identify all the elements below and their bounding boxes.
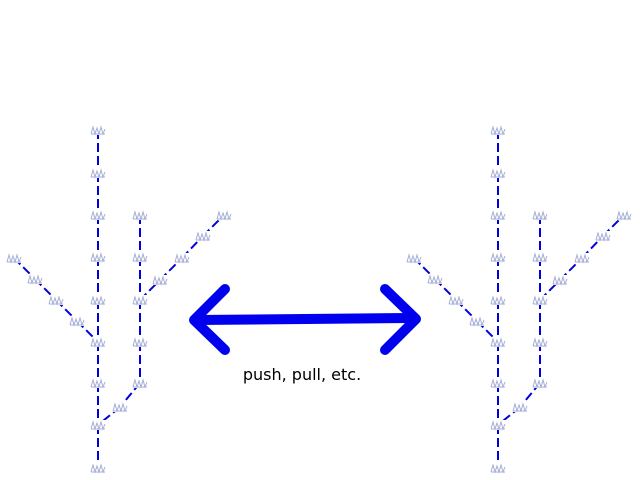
commit-node-icon bbox=[69, 316, 85, 327]
commit-node-icon bbox=[490, 252, 506, 263]
arrow-head-left bbox=[189, 284, 230, 355]
repository-graph-left bbox=[6, 125, 232, 474]
commit-node-icon bbox=[132, 337, 148, 348]
commit-node-icon bbox=[490, 295, 506, 306]
commit-node-icon bbox=[90, 125, 106, 136]
commit-node-icon bbox=[490, 210, 506, 221]
commit-node-icon bbox=[532, 252, 548, 263]
commit-node-icon bbox=[90, 295, 106, 306]
commit-node-icon bbox=[532, 337, 548, 348]
commit-node-icon bbox=[490, 378, 506, 389]
commit-node-icon bbox=[90, 210, 106, 221]
commit-node-icon bbox=[132, 252, 148, 263]
commit-node-icon bbox=[6, 253, 22, 264]
double-headed-arrow-icon bbox=[189, 284, 421, 355]
commit-node-icon bbox=[112, 402, 128, 413]
commit-node-icon bbox=[90, 252, 106, 263]
commit-node-icon bbox=[532, 295, 548, 306]
commit-node-icon bbox=[490, 168, 506, 179]
commit-node-icon bbox=[90, 337, 106, 348]
commit-node-icon bbox=[132, 378, 148, 389]
commit-node-icon bbox=[490, 125, 506, 136]
repository-graph-right bbox=[406, 125, 632, 474]
commit-node-icon bbox=[532, 210, 548, 221]
commit-node-icon bbox=[27, 274, 43, 285]
commit-node-icon bbox=[216, 210, 232, 221]
commit-node-icon bbox=[90, 168, 106, 179]
commit-node-icon bbox=[490, 337, 506, 348]
commit-node-icon bbox=[448, 295, 464, 306]
commit-node-icon bbox=[616, 210, 632, 221]
commit-node-icon bbox=[574, 253, 590, 264]
commit-node-icon bbox=[469, 316, 485, 327]
commit-node-icon bbox=[595, 231, 611, 242]
commit-node-icon bbox=[406, 253, 422, 264]
commit-node-icon bbox=[195, 231, 211, 242]
commit-node-icon bbox=[152, 275, 168, 286]
commit-node-icon bbox=[90, 378, 106, 389]
commit-node-icon bbox=[552, 275, 568, 286]
commit-node-icon bbox=[490, 420, 506, 431]
arrow-head-right bbox=[380, 284, 421, 355]
commit-node-icon bbox=[48, 295, 64, 306]
commit-node-icon bbox=[427, 274, 443, 285]
commit-node-icon bbox=[90, 463, 106, 474]
commit-node-icon bbox=[532, 378, 548, 389]
commit-node-icon bbox=[512, 402, 528, 413]
commit-node-icon bbox=[132, 295, 148, 306]
caption-label: push, pull, etc. bbox=[242, 365, 362, 384]
arrow-shaft bbox=[191, 313, 417, 325]
commit-node-icon bbox=[90, 420, 106, 431]
commit-node-icon bbox=[490, 463, 506, 474]
commit-node-icon bbox=[132, 210, 148, 221]
commit-node-icon bbox=[174, 253, 190, 264]
